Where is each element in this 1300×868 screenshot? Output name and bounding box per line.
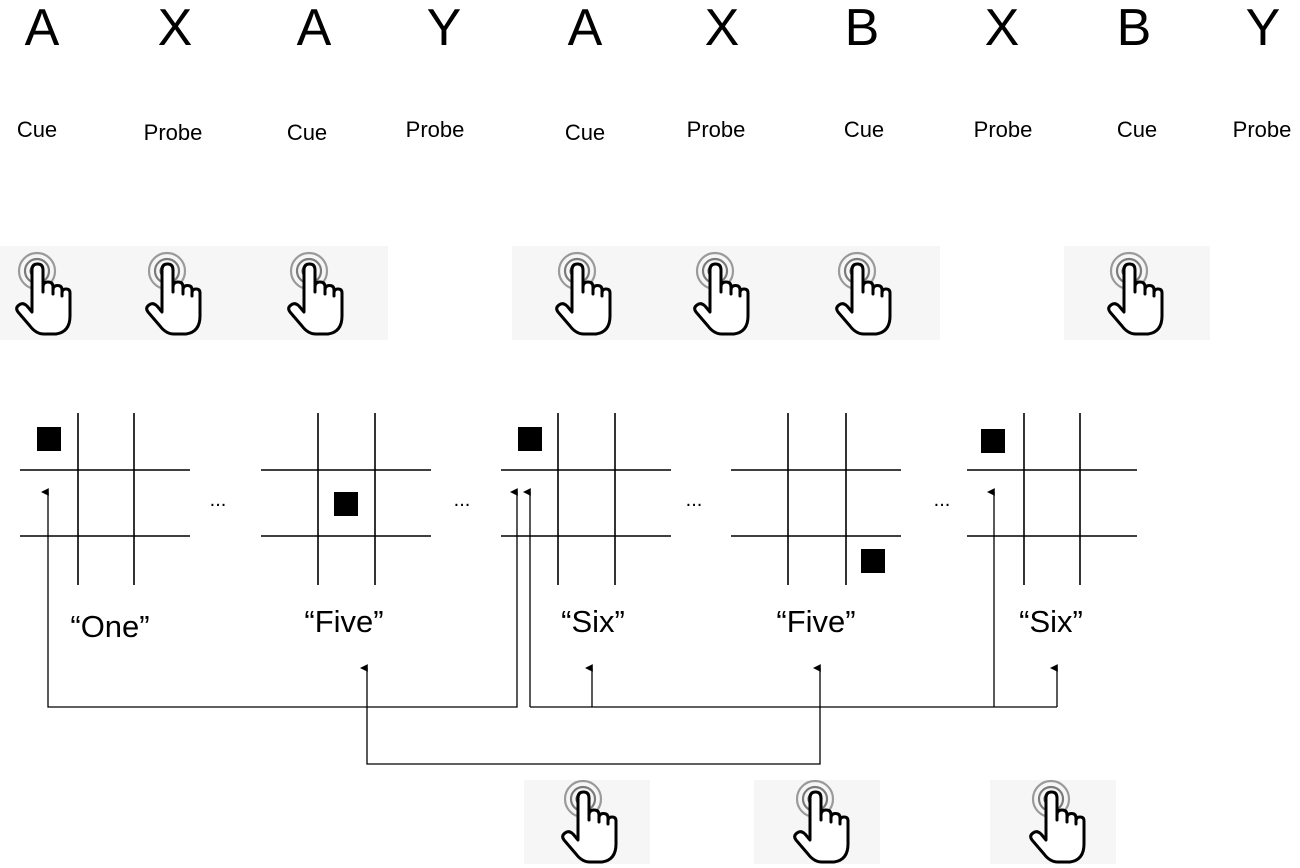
connector-one-six	[40, 488, 518, 708]
word-label-4: “Five”	[776, 604, 856, 639]
letter-2: X	[157, 0, 193, 57]
ellipsis-1: ...	[209, 489, 227, 511]
role-label-5: Cue	[564, 120, 606, 145]
role-label-8: Probe	[973, 117, 1033, 142]
role-label-10: Probe	[1232, 117, 1292, 142]
grid-2-marker	[334, 492, 358, 516]
role-label-9: Cue	[1116, 117, 1158, 142]
grid-5	[967, 413, 1137, 585]
grid-4-marker	[861, 549, 885, 573]
ellipsis-4: ...	[933, 489, 951, 511]
letter-8: X	[984, 0, 1020, 57]
role-label-6: Probe	[686, 117, 746, 142]
grid-4	[731, 413, 901, 585]
role-label-2: Probe	[143, 120, 203, 145]
ellipsis-3: ...	[685, 489, 703, 511]
letter-9: B	[1116, 0, 1152, 57]
grid-3-marker	[518, 427, 542, 451]
word-label-1: “One”	[70, 609, 150, 644]
connector-five-five	[359, 664, 821, 765]
role-label-7: Cue	[843, 117, 885, 142]
grid-1-marker	[37, 427, 61, 451]
grid-3	[501, 413, 671, 585]
connector-six-six	[522, 488, 1058, 708]
letter-10: Y	[1245, 0, 1281, 57]
word-label-5: “Six”	[1019, 604, 1083, 639]
grid-5-marker	[981, 429, 1005, 453]
word-label-2: “Five”	[304, 604, 384, 639]
letter-5: A	[567, 0, 603, 57]
letter-7: B	[844, 0, 880, 57]
role-label-4: Probe	[405, 117, 465, 142]
ellipsis-2: ...	[453, 489, 471, 511]
letter-6: X	[704, 0, 740, 57]
letter-1: A	[24, 0, 60, 57]
letter-3: A	[296, 0, 332, 57]
word-label-3: “Six”	[561, 604, 625, 639]
role-label-3: Cue	[286, 120, 328, 145]
role-label-1: Cue	[16, 117, 58, 142]
grid-2	[261, 413, 431, 585]
letter-4: Y	[426, 0, 462, 57]
